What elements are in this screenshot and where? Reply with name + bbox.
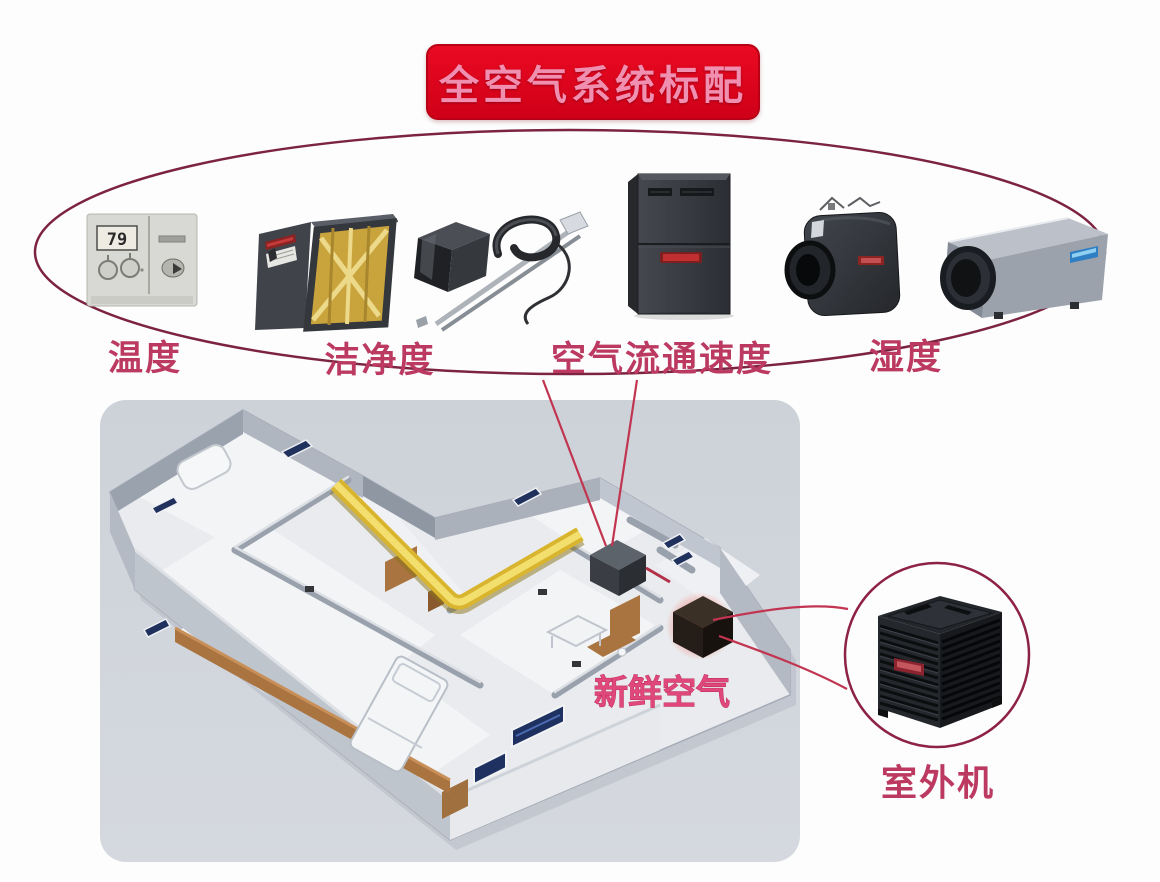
floorplan-illustration: 新鲜空气 (100, 400, 800, 862)
title-text: 全空气系统标配 (439, 64, 747, 108)
caption-temperature: 温度 (107, 339, 182, 378)
thermostat-icon: 79 (86, 213, 198, 307)
outdoor-unit-icon (878, 596, 1002, 728)
caption-humidity: 湿度 (868, 338, 943, 377)
furnace-image (622, 160, 742, 320)
sensor-kit-icon (414, 211, 589, 332)
dehumidifier-image (922, 200, 1112, 322)
fresh-air-label: 新鲜空气 (594, 674, 730, 712)
air-cleaner-icon (255, 214, 398, 332)
humidifier-image (782, 190, 908, 322)
fresh-air-unit (666, 592, 734, 660)
caption-cleanliness: 洁净度 (324, 341, 436, 380)
thermostat-display: 79 (107, 230, 127, 250)
air-cleaner-image (255, 178, 398, 332)
caption-outdoor-unit: 室外机 (880, 762, 995, 803)
furnace-icon (628, 173, 734, 320)
humidifier-icon (784, 196, 901, 316)
air-handler-unit (590, 540, 671, 596)
caption-air-flow-speed: 空气流通速度 (550, 340, 773, 379)
sensor-kit-image (402, 192, 590, 335)
outdoor-unit-image (864, 586, 1012, 732)
thermostat-image: 79 (85, 208, 200, 312)
title-banner: 全空气系统标配 (426, 44, 760, 120)
dehumidifier-icon (940, 217, 1108, 319)
floorplan-graphic: 新鲜空气 (100, 400, 800, 862)
